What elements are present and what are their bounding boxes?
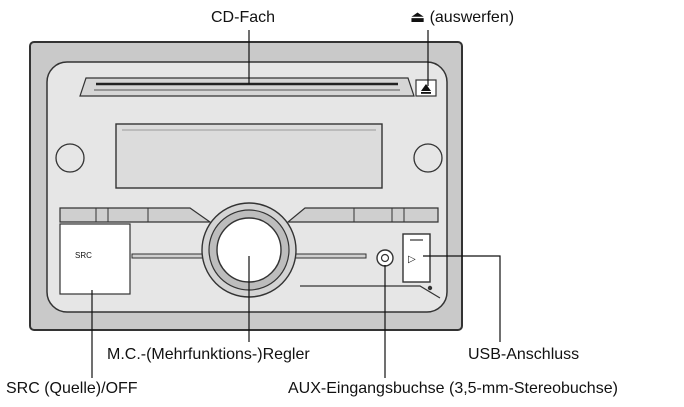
usb-icon: ▷ [408,254,416,265]
display-window [115,123,383,189]
aux-jack-hole [380,253,390,263]
lower-right-edge [300,285,441,299]
usb-port[interactable] [402,233,431,283]
leader-usb [423,255,501,342]
label-usb-port: USB-Anschluss [468,346,580,363]
label-src-button: SRC (Quelle)/OFF [6,380,138,397]
label-cd-slot: CD-Fach [211,9,276,26]
right-groove [289,253,367,259]
left-preset-buttons[interactable] [59,207,212,223]
label-aux-jack: AUX-Eingangsbuchse (3,5-mm-Stereobuchse) [288,380,618,397]
right-mount-hole [413,143,443,173]
left-groove [131,253,209,259]
src-button-text: SRC [75,251,92,260]
reset-hole [427,285,433,291]
eject-icon [421,84,431,91]
cd-slot-housing [79,77,415,97]
src-button[interactable] [59,223,131,295]
label-multi-control: M.C.-(Mehrfunktions-)Regler [107,346,310,363]
label-eject: ⏏ (auswerfen) [410,9,515,26]
left-mount-hole [55,143,85,173]
right-preset-buttons[interactable] [286,207,439,223]
eject-icon-bar [421,92,431,94]
